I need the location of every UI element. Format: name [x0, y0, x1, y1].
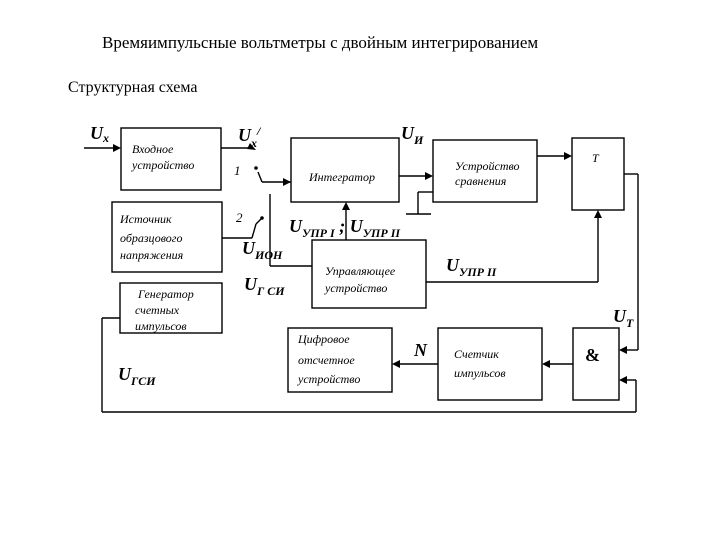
signal-uupr: UУПР I ; UУПР II — [289, 216, 401, 240]
signal-ui: UИ — [401, 123, 424, 147]
page-subtitle: Структурная схема — [68, 79, 198, 96]
block-digital-readout: Цифровое отсчетное устройство — [287, 327, 393, 393]
block-trigger-label: Т — [592, 151, 600, 165]
block-control-device: Управляющее устройство — [311, 239, 427, 309]
block-control-device-label: Управляющее устройство — [324, 264, 398, 295]
switch-position-2: 2 — [236, 210, 243, 225]
signal-ugsi: UГСИ — [118, 364, 156, 388]
signal-ut: UT — [613, 306, 634, 330]
signal-ugsi-switch: UГ СИ — [244, 274, 285, 298]
block-pulse-counter-label: Счетчик импульсов — [454, 347, 506, 380]
signal-uion: UИОН — [242, 238, 283, 262]
block-integrator: Интегратор — [290, 137, 400, 203]
block-digital-readout-label: Цифровое отсчетное устройство — [297, 332, 360, 386]
block-input-device-label: Входное устройство — [131, 142, 194, 172]
page-title: Времяимпульсные вольтметры с двойным инт… — [102, 33, 538, 52]
block-reference-source-label: Источник образцового напряжения — [119, 212, 185, 262]
block-comparator: Устройство сравнения — [432, 139, 538, 203]
block-and-gate-label: & — [585, 345, 600, 365]
block-reference-source: Источник образцового напряжения — [111, 201, 223, 273]
switch-position-1: 1 — [234, 163, 241, 178]
block-and-gate: & — [572, 327, 620, 401]
signal-ux: Ux — [90, 123, 109, 145]
block-trigger: Т — [571, 137, 625, 211]
switch-contacts — [254, 166, 264, 220]
block-pulse-generator-label: Генератор счетных импульсов — [135, 287, 197, 333]
block-pulse-counter: Счетчик импульсов — [437, 327, 543, 401]
signal-n: N — [413, 340, 428, 360]
wiring — [84, 143, 639, 413]
signal-uupr2: UУПР II — [446, 255, 498, 279]
block-input-device: Входное устройство — [120, 127, 222, 191]
block-comparator-label: Устройство сравнения — [455, 159, 523, 188]
block-integrator-label: Интегратор — [308, 170, 375, 184]
signal-ux-prime: Ux/ — [238, 124, 262, 150]
block-pulse-generator: Генератор счетных импульсов — [119, 282, 223, 334]
